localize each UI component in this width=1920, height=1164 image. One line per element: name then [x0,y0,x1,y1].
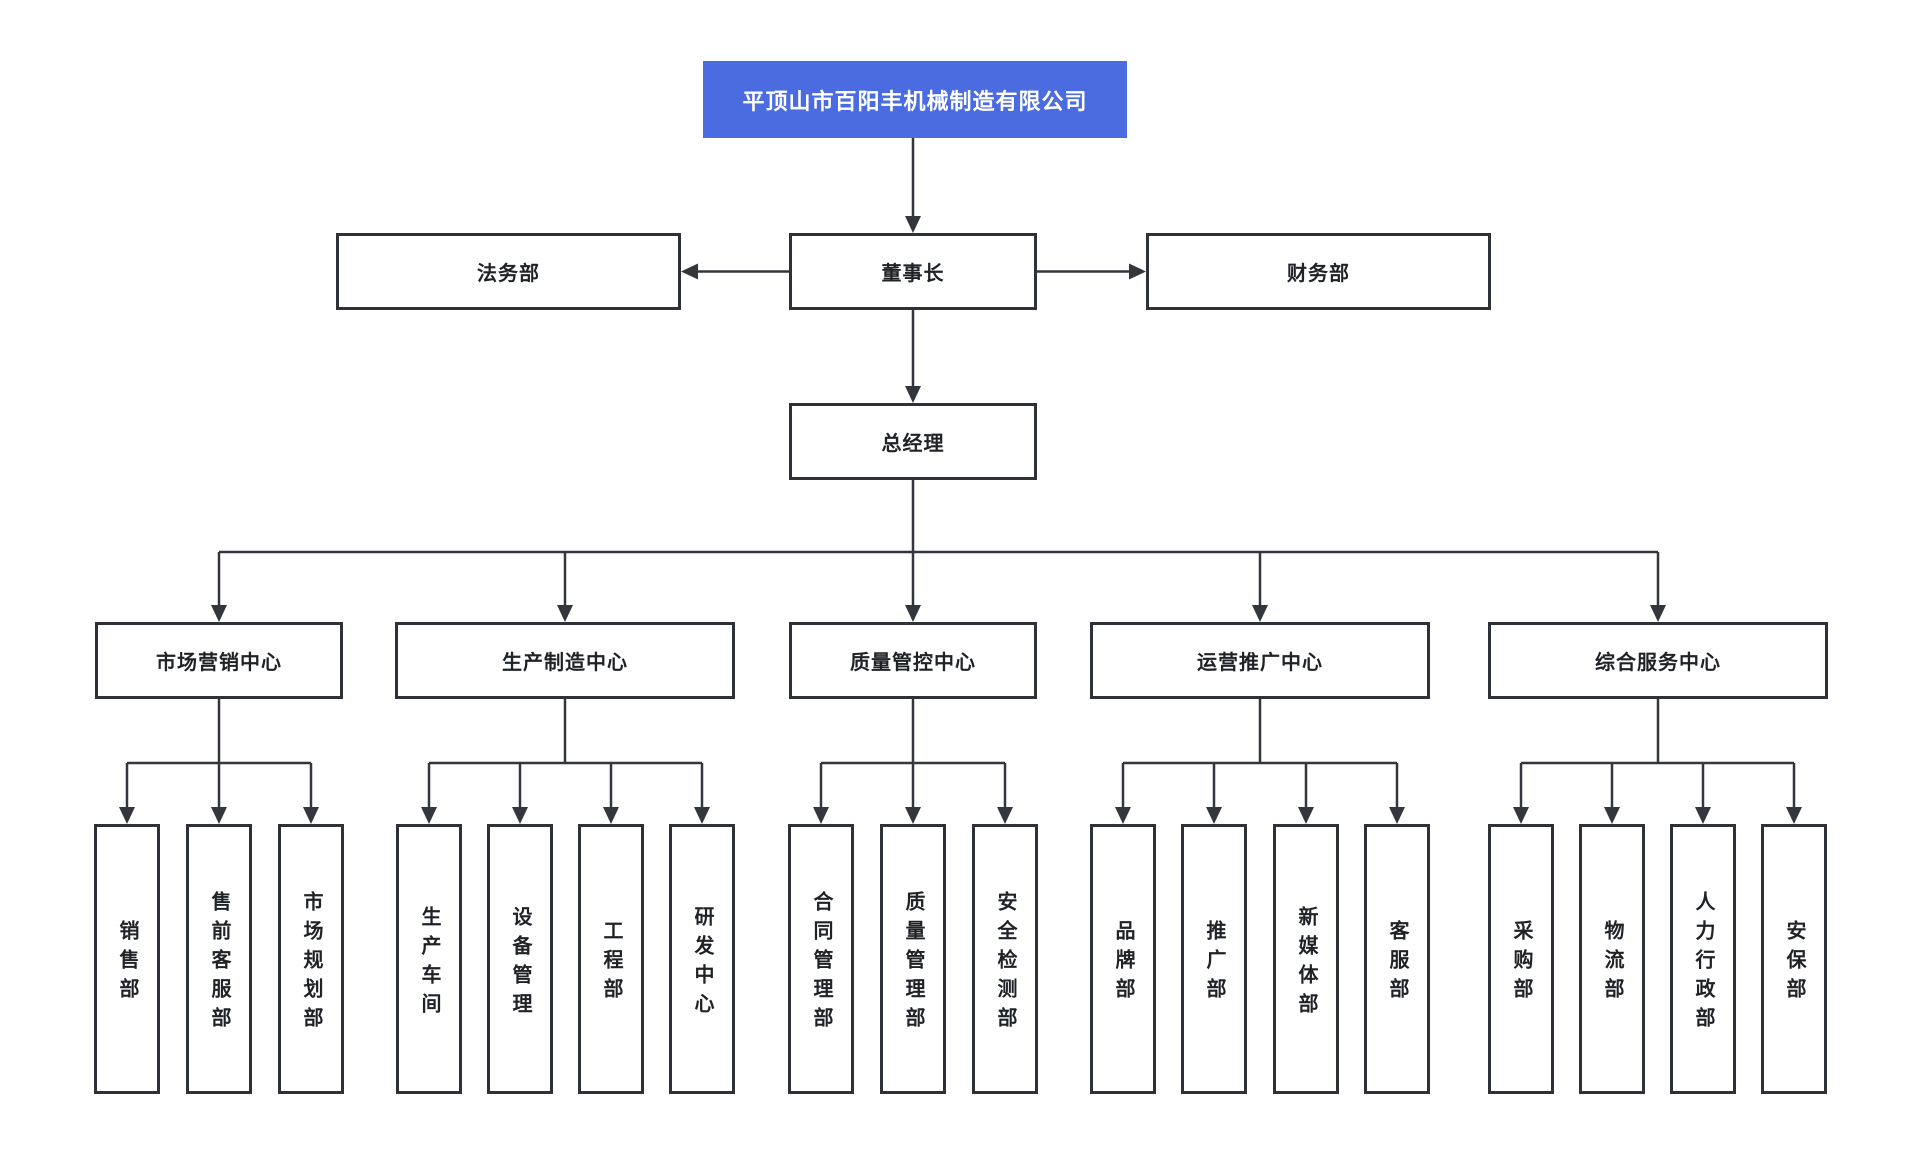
center-node-4[interactable]: 运营推广中心 [1090,622,1430,699]
connector-dept-4-2-arrowhead-icon [1206,807,1222,824]
center-node-3[interactable]: 质量管控中心 [789,622,1037,699]
connector-dept-2-3-arrowhead-icon [603,807,619,824]
connector-bus-center-5-arrowhead-icon [1650,605,1666,622]
dept-node-5-3[interactable]: 人力行政部 [1670,824,1736,1094]
dept-node-3-1-label: 合同管理部 [810,891,832,1036]
chairman-node-label: 董事长 [881,263,945,285]
company-root-node[interactable]: 平顶山市百阳丰机械制造有限公司 [703,61,1127,138]
general-manager-node-label: 总经理 [881,433,945,455]
connector-dept-5-2-arrowhead-icon [1604,807,1620,824]
dept-node-1-2-label: 售前客服部 [208,891,230,1036]
connector-dept-1-3-arrowhead-icon [303,807,319,824]
legal-dept-node-label: 法务部 [477,263,540,285]
connector-dept-5-3-arrowhead-icon [1695,807,1711,824]
dept-node-4-4[interactable]: 客服部 [1364,824,1430,1094]
dept-node-4-1[interactable]: 品牌部 [1090,824,1156,1094]
center-node-2-label: 生产制造中心 [502,652,628,674]
dept-node-4-1-label: 品牌部 [1112,920,1134,1007]
company-root-node-label: 平顶山市百阳丰机械制造有限公司 [742,88,1088,114]
dept-node-5-2[interactable]: 物流部 [1579,824,1645,1094]
chairman-node[interactable]: 董事长 [789,233,1037,310]
dept-node-4-2-label: 推广部 [1203,920,1225,1007]
connector-root-chairman-arrowhead-icon [905,216,921,233]
dept-node-1-3[interactable]: 市场规划部 [278,824,344,1094]
legal-dept-node[interactable]: 法务部 [336,233,681,310]
dept-node-4-4-label: 客服部 [1386,920,1408,1007]
center-node-2[interactable]: 生产制造中心 [395,622,735,699]
connector-bus-center-1-arrowhead-icon [211,605,227,622]
dept-node-4-2[interactable]: 推广部 [1181,824,1247,1094]
dept-node-3-3-label: 安全检测部 [994,891,1016,1036]
connector-bus-center-2-arrowhead-icon [557,605,573,622]
dept-node-4-3[interactable]: 新媒体部 [1273,824,1339,1094]
connector-chairman-finance-arrowhead-icon [1129,263,1146,280]
dept-node-4-3-label: 新媒体部 [1295,905,1317,1022]
dept-node-2-1[interactable]: 生产车间 [396,824,462,1094]
dept-node-2-3-label: 工程部 [600,920,622,1007]
dept-node-3-2-label: 质量管理部 [902,891,924,1036]
connector-dept-2-4-arrowhead-icon [694,807,710,824]
finance-dept-node-label: 财务部 [1287,263,1350,285]
connector-dept-5-4-arrowhead-icon [1786,807,1802,824]
dept-node-5-3-label: 人力行政部 [1692,891,1714,1036]
dept-node-2-4[interactable]: 研发中心 [669,824,735,1094]
dept-node-2-3[interactable]: 工程部 [578,824,644,1094]
connector-dept-1-2-arrowhead-icon [211,807,227,824]
connector-chairman-legal-arrowhead-icon [681,263,698,280]
dept-node-5-1-label: 采购部 [1510,920,1532,1007]
center-node-3-label: 质量管控中心 [850,652,976,674]
connector-dept-3-3-arrowhead-icon [997,807,1013,824]
dept-node-2-4-label: 研发中心 [691,905,713,1022]
center-node-5-label: 综合服务中心 [1595,652,1721,674]
connector-dept-5-1-arrowhead-icon [1513,807,1529,824]
dept-node-5-4[interactable]: 安保部 [1761,824,1827,1094]
dept-node-1-1-label: 销售部 [116,920,138,1007]
dept-node-1-1[interactable]: 销售部 [94,824,160,1094]
general-manager-node[interactable]: 总经理 [789,403,1037,480]
dept-node-3-1[interactable]: 合同管理部 [788,824,854,1094]
dept-node-1-3-label: 市场规划部 [300,891,322,1036]
connector-bus-center-3-arrowhead-icon [905,605,921,622]
center-node-1[interactable]: 市场营销中心 [95,622,343,699]
dept-node-2-2[interactable]: 设备管理 [487,824,553,1094]
dept-node-5-2-label: 物流部 [1601,920,1623,1007]
dept-node-3-3[interactable]: 安全检测部 [972,824,1038,1094]
connector-chairman-gm-arrowhead-icon [905,386,921,403]
connector-dept-4-1-arrowhead-icon [1115,807,1131,824]
center-node-5[interactable]: 综合服务中心 [1488,622,1828,699]
dept-node-3-2[interactable]: 质量管理部 [880,824,946,1094]
dept-node-2-2-label: 设备管理 [509,905,531,1022]
dept-node-2-1-label: 生产车间 [418,905,440,1022]
connector-dept-2-2-arrowhead-icon [512,807,528,824]
connector-bus-center-4-arrowhead-icon [1252,605,1268,622]
connector-dept-2-1-arrowhead-icon [421,807,437,824]
center-node-4-label: 运营推广中心 [1197,652,1323,674]
dept-node-5-4-label: 安保部 [1783,920,1805,1007]
connector-dept-3-2-arrowhead-icon [905,807,921,824]
center-node-1-label: 市场营销中心 [156,652,282,674]
connector-dept-3-1-arrowhead-icon [813,807,829,824]
connector-dept-4-4-arrowhead-icon [1389,807,1405,824]
dept-node-1-2[interactable]: 售前客服部 [186,824,252,1094]
connector-dept-1-1-arrowhead-icon [119,807,135,824]
dept-node-5-1[interactable]: 采购部 [1488,824,1554,1094]
connector-dept-4-3-arrowhead-icon [1298,807,1314,824]
finance-dept-node[interactable]: 财务部 [1146,233,1491,310]
